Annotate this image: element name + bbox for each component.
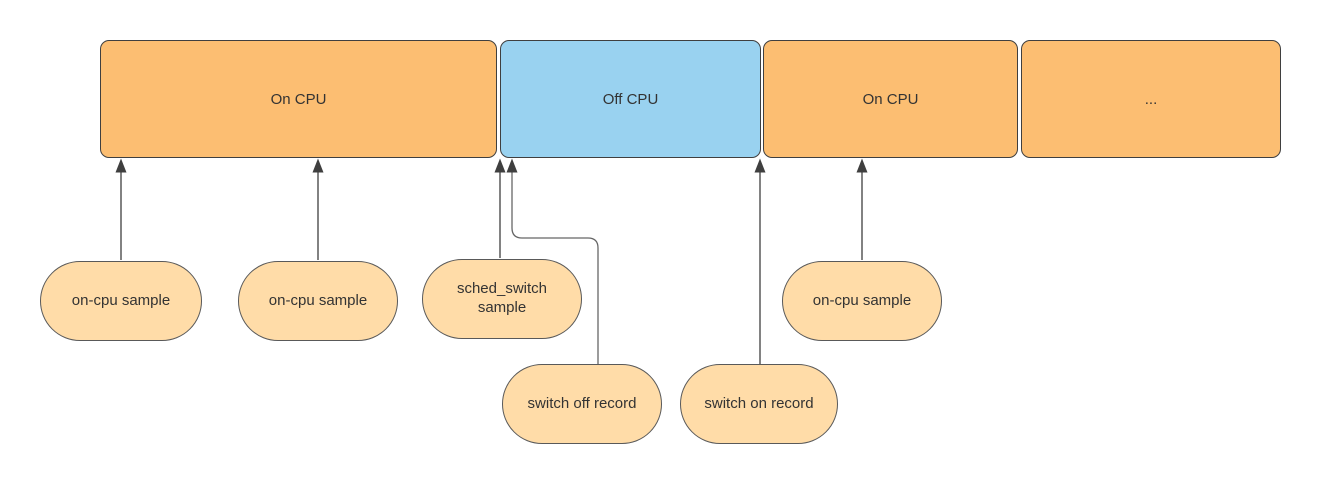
pill-on-cpu-sample-2: on-cpu sample — [238, 261, 398, 341]
timeline-segment-ellipsis: ... — [1021, 40, 1281, 158]
segment-label: Off CPU — [602, 90, 659, 108]
pill-label: switch off record — [527, 394, 637, 412]
pill-label: sched_switch sample — [456, 280, 548, 316]
arrow-sched-switch-sample — [494, 158, 506, 258]
pill-label: switch on record — [704, 394, 814, 412]
pill-on-cpu-sample-3: on-cpu sample — [782, 261, 942, 341]
pill-label: on-cpu sample — [71, 291, 171, 309]
pill-switch-on-record: switch on record — [680, 364, 838, 444]
pill-on-cpu-sample-1: on-cpu sample — [40, 261, 202, 341]
segment-label: On CPU — [862, 90, 919, 108]
pill-switch-off-record: switch off record — [502, 364, 662, 444]
timeline-segment-off-cpu: Off CPU — [500, 40, 761, 158]
segment-label: ... — [1144, 90, 1158, 108]
segment-label: On CPU — [270, 90, 327, 108]
pill-label: on-cpu sample — [268, 291, 368, 309]
arrow-on-cpu-sample-3 — [856, 158, 868, 260]
arrow-switch-on-record — [754, 158, 766, 364]
arrow-on-cpu-sample-2 — [312, 158, 324, 260]
pill-label: on-cpu sample — [812, 291, 912, 309]
timeline-segment-on-cpu-2: On CPU — [763, 40, 1018, 158]
arrow-on-cpu-sample-1 — [115, 158, 127, 260]
timeline-segment-on-cpu-1: On CPU — [100, 40, 497, 158]
pill-sched-switch-sample: sched_switch sample — [422, 259, 582, 339]
